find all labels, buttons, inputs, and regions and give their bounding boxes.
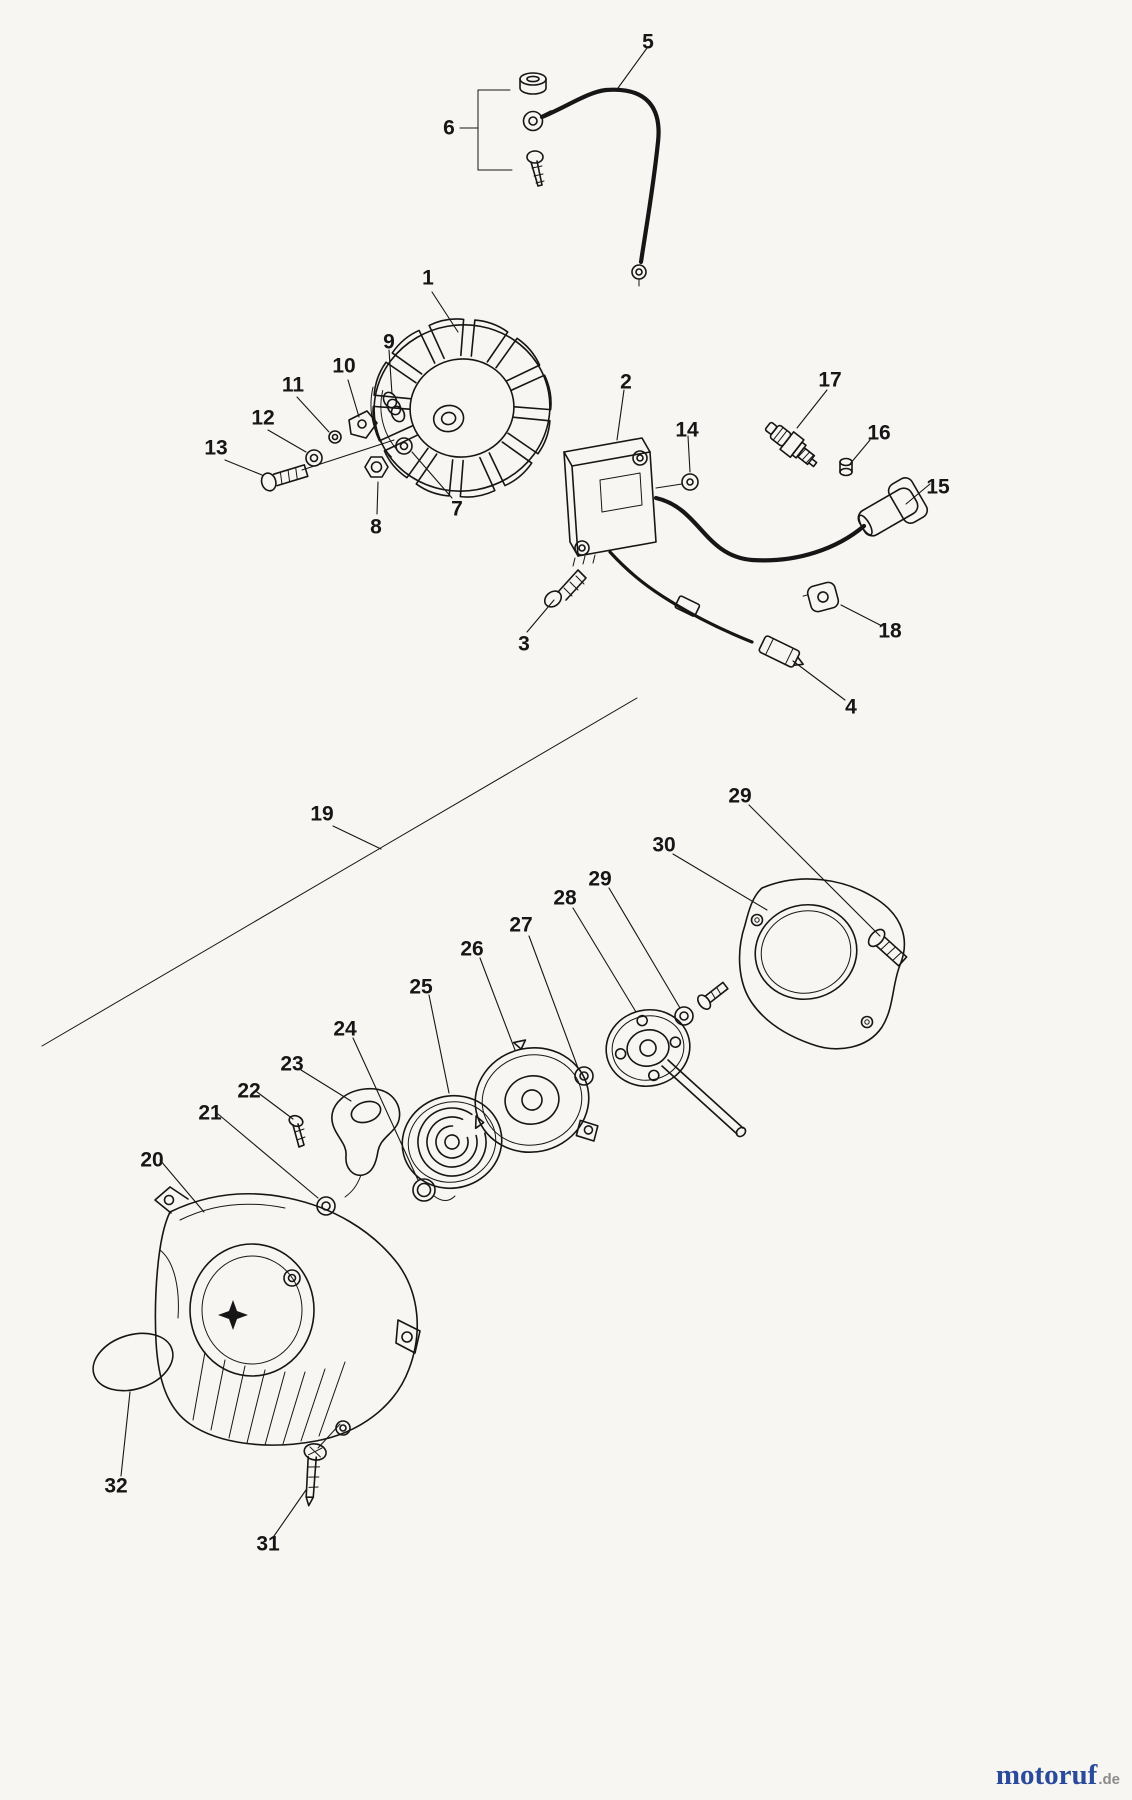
part-callout-9-3: 9	[383, 330, 395, 354]
part-callout-26-24: 26	[460, 937, 484, 961]
starter-grip-drawing	[331, 1087, 401, 1198]
part-callout-29-21: 29	[588, 867, 612, 891]
part-callout-27-23: 27	[509, 913, 533, 937]
part-callout-11-5: 11	[281, 373, 305, 397]
starter-housing-drawing	[154, 1186, 421, 1446]
part-callout-19-18: 19	[310, 802, 334, 826]
part-callout-30-20: 30	[652, 833, 676, 857]
part-callout-13-7: 13	[204, 436, 228, 460]
part-callout-28-22: 28	[553, 886, 577, 910]
part-callout-10-4: 10	[332, 354, 356, 378]
part-callout-18-16: 18	[878, 619, 902, 643]
part-callout-20-30: 20	[140, 1148, 164, 1172]
part-callout-4-17: 4	[845, 695, 857, 719]
spark-plug-lead-drawing	[608, 421, 929, 668]
pulley-washer-drawing	[674, 1006, 694, 1026]
part-callout-8-14: 8	[370, 515, 382, 539]
flywheel-hardware-drawing	[260, 391, 413, 492]
part-callout-25-25: 25	[409, 975, 433, 999]
part-callout-6-1: 6	[443, 116, 455, 140]
part-callout-1-2: 1	[422, 266, 434, 290]
leader-lines	[41, 47, 931, 1537]
part-callout-21-29: 21	[198, 1101, 222, 1125]
housing-screw-drawing	[303, 1423, 341, 1507]
starter-pulley-drawing	[605, 1009, 747, 1138]
part-callout-23-27: 23	[280, 1052, 304, 1076]
part-callout-12-6: 12	[251, 406, 275, 430]
brand-watermark: motoruf.de	[996, 1759, 1120, 1792]
ignition-coil-drawing	[543, 437, 699, 608]
gasket-screw-drawing	[867, 928, 908, 967]
part-callout-2-8: 2	[620, 370, 632, 394]
rope-coil-drawing	[412, 1178, 456, 1202]
part-callout-17-10: 17	[818, 368, 842, 392]
part-callout-15-12: 15	[926, 475, 950, 499]
brand-tld: .de	[1098, 1771, 1120, 1788]
flywheel-drawing	[370, 316, 554, 500]
label-oval-drawing	[92, 1332, 174, 1392]
case-washer-drawing	[574, 1066, 594, 1086]
rope-rotor-drawing	[401, 1094, 503, 1190]
part-callout-29-19: 29	[728, 784, 752, 808]
brand-name: motoruf	[995, 1759, 1098, 1791]
part-callout-31-32: 31	[256, 1532, 280, 1556]
ground-lead-drawing	[477, 72, 661, 287]
grip-screw-drawing	[288, 1114, 306, 1148]
part-callout-3-15: 3	[518, 632, 530, 656]
part-callout-24-26: 24	[333, 1017, 357, 1041]
spring-case-drawing	[474, 1039, 599, 1154]
part-callout-32-31: 32	[104, 1474, 128, 1498]
gasket-plate-drawing	[738, 878, 906, 1050]
part-callout-16-11: 16	[867, 421, 891, 445]
part-callout-7-13: 7	[451, 497, 463, 521]
part-callout-14-9: 14	[675, 418, 699, 442]
part-callout-22-28: 22	[237, 1079, 261, 1103]
pulley-screw-drawing	[697, 981, 729, 1010]
part-callout-5-0: 5	[642, 30, 654, 54]
